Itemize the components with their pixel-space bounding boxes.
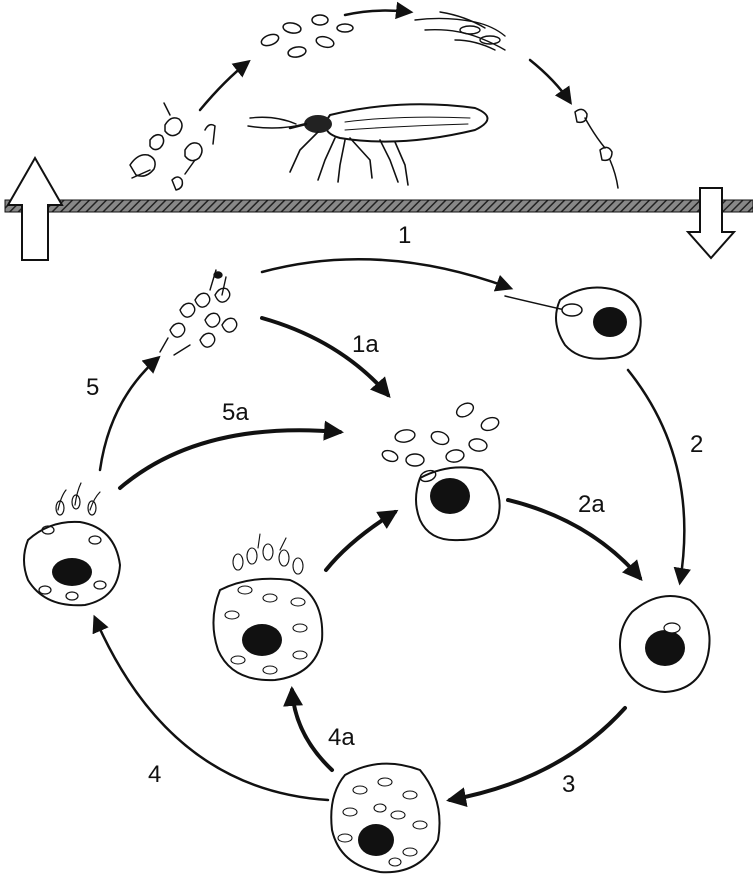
arrow-5a: [120, 430, 340, 488]
central-host-cell: [416, 467, 500, 540]
label-2: 2: [690, 431, 703, 458]
arrow-3: [450, 708, 625, 800]
arrow-to-gut-forms: [345, 11, 410, 15]
transforming-cell: [213, 534, 322, 680]
metacyclic-trypomastigotes-group: [130, 103, 215, 190]
label-3: 3: [562, 771, 575, 798]
label-5: 5: [86, 374, 99, 401]
hindgut-trypomastigotes: [575, 109, 618, 188]
multiplying-amastigotes-cell: [331, 764, 439, 873]
epimastigotes-cluster: [260, 15, 353, 58]
infected-cell-entry: [505, 288, 641, 359]
hollow-down-arrow-icon: [688, 188, 734, 258]
triatomine-bug-icon: [248, 104, 488, 185]
vector-cycle: [5, 11, 753, 260]
arrow-5: [100, 358, 158, 470]
arrow-to-hindgut: [530, 60, 570, 102]
released-trypomastigotes: [160, 270, 237, 355]
arrow-to-epimastigotes: [200, 62, 248, 110]
arrow-1: [262, 259, 510, 288]
label-2a: 2a: [578, 491, 605, 518]
arrow-2: [628, 370, 684, 582]
arrow-2a: [508, 500, 640, 578]
host-cycle: 1 1a: [24, 222, 710, 872]
skin-boundary-line: [5, 200, 753, 212]
elongated-forms-cluster: [415, 12, 505, 50]
label-1a: 1a: [352, 331, 379, 358]
label-1: 1: [398, 222, 411, 249]
arrow-4a-to-center: [326, 512, 395, 570]
rupturing-cell: [24, 483, 120, 605]
label-5a: 5a: [222, 399, 249, 426]
label-4: 4: [148, 761, 161, 788]
label-4a: 4a: [328, 724, 355, 751]
arrow-4a: [292, 690, 332, 770]
infected-cell-amastigote: [620, 596, 710, 692]
